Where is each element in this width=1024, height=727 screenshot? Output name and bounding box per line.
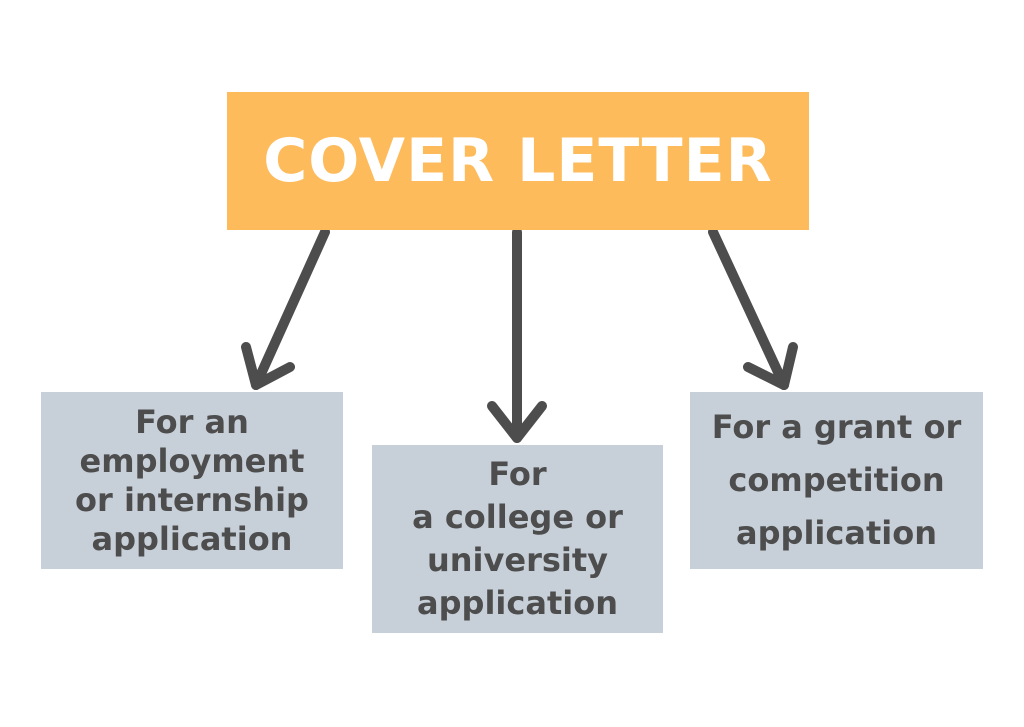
arrow-middle-head xyxy=(487,401,547,443)
arrow-right-head xyxy=(743,342,798,390)
arrow-left-head xyxy=(241,342,295,390)
grant-competition-label: For a grant or competition application xyxy=(711,408,962,552)
grant-competition-box: For a grant or competition application xyxy=(690,392,983,569)
diagram-title: COVER LETTER xyxy=(263,126,773,196)
arrow-right-shaft xyxy=(708,227,789,390)
employment-internship-box: For an employment or internship applicat… xyxy=(41,392,343,569)
arrow-left-shaft xyxy=(251,227,330,390)
college-university-label: For a college or university application xyxy=(412,455,623,622)
college-university-box: For a college or university application xyxy=(372,445,663,633)
employment-internship-label: For an employment or internship applicat… xyxy=(75,402,309,558)
cover-letter-box: COVER LETTER xyxy=(227,92,809,230)
